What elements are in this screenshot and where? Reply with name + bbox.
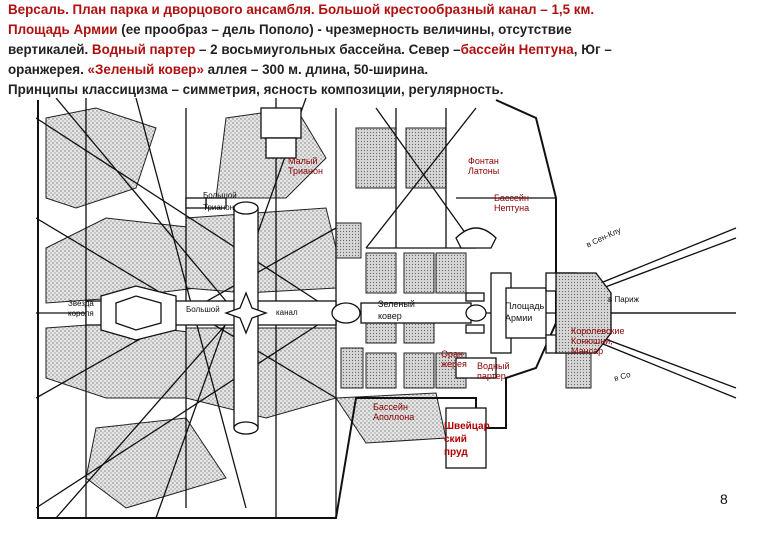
text-line-5: Принципы классицизма – симметрия, ясност… [8,80,776,100]
neptune-basin-term: бассейн Нептуна [460,42,574,57]
royal-stables-line2: Конюшни, [571,336,613,346]
place-d-armes [555,227,737,399]
maly-trianon-line2: Трианон [288,166,323,176]
neptune-line1: Бассейн [494,193,529,203]
latona-line1: Фонтан [468,156,499,166]
royal-stables-label: Королевские Конюшни, Мансар [571,326,624,356]
to-paris-label: в Париж [608,295,639,304]
big-trianon-line2: Трианон [203,203,235,212]
swiss-pond-label: Швейцар ский пруд [444,420,490,459]
neptune-line2: Нептуна [494,203,530,213]
page-number: 8 [720,491,728,507]
swiss-pond-line2: ский [444,434,467,445]
text-line-2: Площадь Армии (ее прообраз – дель Пополо… [8,20,776,40]
apollo-label: Бассейн Аполлона [373,402,414,422]
star-label: Звезда короля [68,299,94,319]
grand-canal-label-2: канал [276,308,298,317]
apollo-line2: Аполлона [373,412,415,422]
line3-b: – 2 восьмиугольных бассейна. Север – [195,42,461,57]
place-army-line1: Площадь [505,301,545,311]
water-parterre-line2: партер [477,371,506,381]
apollo-basin [331,302,361,324]
bosquet-panels [45,107,592,509]
green-carpet-line1: Зеленый [378,299,415,309]
place-army-label: Площадь Армии [505,300,544,324]
royal-stables-line3: Мансар [571,346,604,356]
big-trianon-line1: Большой [203,191,237,200]
line5: Принципы классицизма – симметрия, ясност… [8,82,504,97]
water-parterre-term: Водный партер [91,42,196,57]
place-army-line2: Армии [505,313,533,323]
orangery-line1: Оран [441,349,463,359]
text-line-3: вертикалей. Водный партер – 2 восьмиугол… [8,40,776,60]
grand-canal [85,201,337,435]
grand-canal-word1: Большой [186,305,220,314]
line3-c: , Юг – [573,42,612,57]
neptune-basin [455,227,497,249]
green-carpet-term: «Зеленый ковер» [87,62,204,77]
royal-stables-line1: Королевские [571,326,625,336]
trianon-buildings [185,107,302,209]
grand-canal-label: Большой [186,305,220,314]
orangery-line2: жерея [441,359,467,369]
swiss-pond [445,407,487,469]
versailles-plan-map [36,98,737,519]
latona-line2: Латоны [468,166,500,176]
orangery [455,357,497,379]
latona-fountain [465,304,487,322]
green-carpet-label: Зеленый ковер [378,298,415,322]
star-line2: короля [68,309,94,318]
maly-trianon-line1: Малый [288,156,318,166]
water-parterre-line1: Водный [477,361,510,371]
line4-b: аллея – 300 м. длина, 50-ширина. [203,62,429,77]
star-line1: Звезда [68,299,94,308]
big-trianon-label: Большой Трианон [203,190,237,214]
latona-label: Фонтан Латоны [468,156,499,176]
apollo-line1: Бассейн [373,402,408,412]
slide-text: Версаль. План парка и дворцового ансамбл… [8,0,776,100]
title-line-1: Версаль. План парка и дворцового ансамбл… [8,0,776,20]
green-carpet-line2: ковер [378,311,402,321]
water-parterre-label: Водный партер [477,361,510,381]
line2-rest: (ее прообраз – дель Пополо) - чрезмернос… [117,22,572,37]
orangery-label: Оран жерея [441,349,467,369]
maly-trianon-label: Малый Трианон [288,156,323,176]
line3-a: вертикалей. [8,42,92,57]
swiss-pond-line1: Швейцар [444,421,490,432]
place-army-term: Площадь Армии [8,22,118,37]
neptune-label: Бассейн Нептуна [494,193,529,213]
swiss-pond-line3: пруд [444,447,468,458]
title-text: Версаль. План парка и дворцового ансамбл… [8,2,595,17]
to-paris-text: в Париж [608,295,639,304]
text-line-4: оранжерея. «Зеленый ковер» аллея – 300 м… [8,60,776,80]
grand-canal-word2: канал [276,308,298,317]
line4-a: оранжерея. [8,62,88,77]
